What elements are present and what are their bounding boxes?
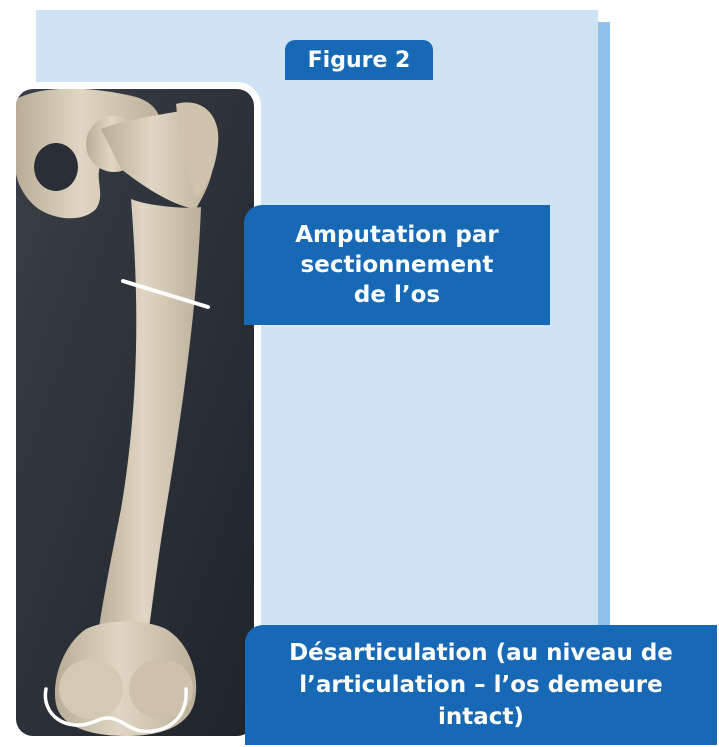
amputation-label-box: Amputation par sectionnement de l’os [244,205,550,325]
femur-image-frame [9,82,261,743]
disarticulation-label-box: Désarticulation (au niveau de l’articula… [245,625,717,745]
amputation-label: Amputation par sectionnement de l’os [282,220,512,310]
pelvis-foramen [34,143,78,191]
figure-title-tab: Figure 2 [285,40,433,80]
medial-condyle [59,659,123,719]
figure-title: Figure 2 [308,48,411,73]
disarticulation-label: Désarticulation (au niveau de l’articula… [271,637,691,733]
femur-illustration [16,89,254,736]
